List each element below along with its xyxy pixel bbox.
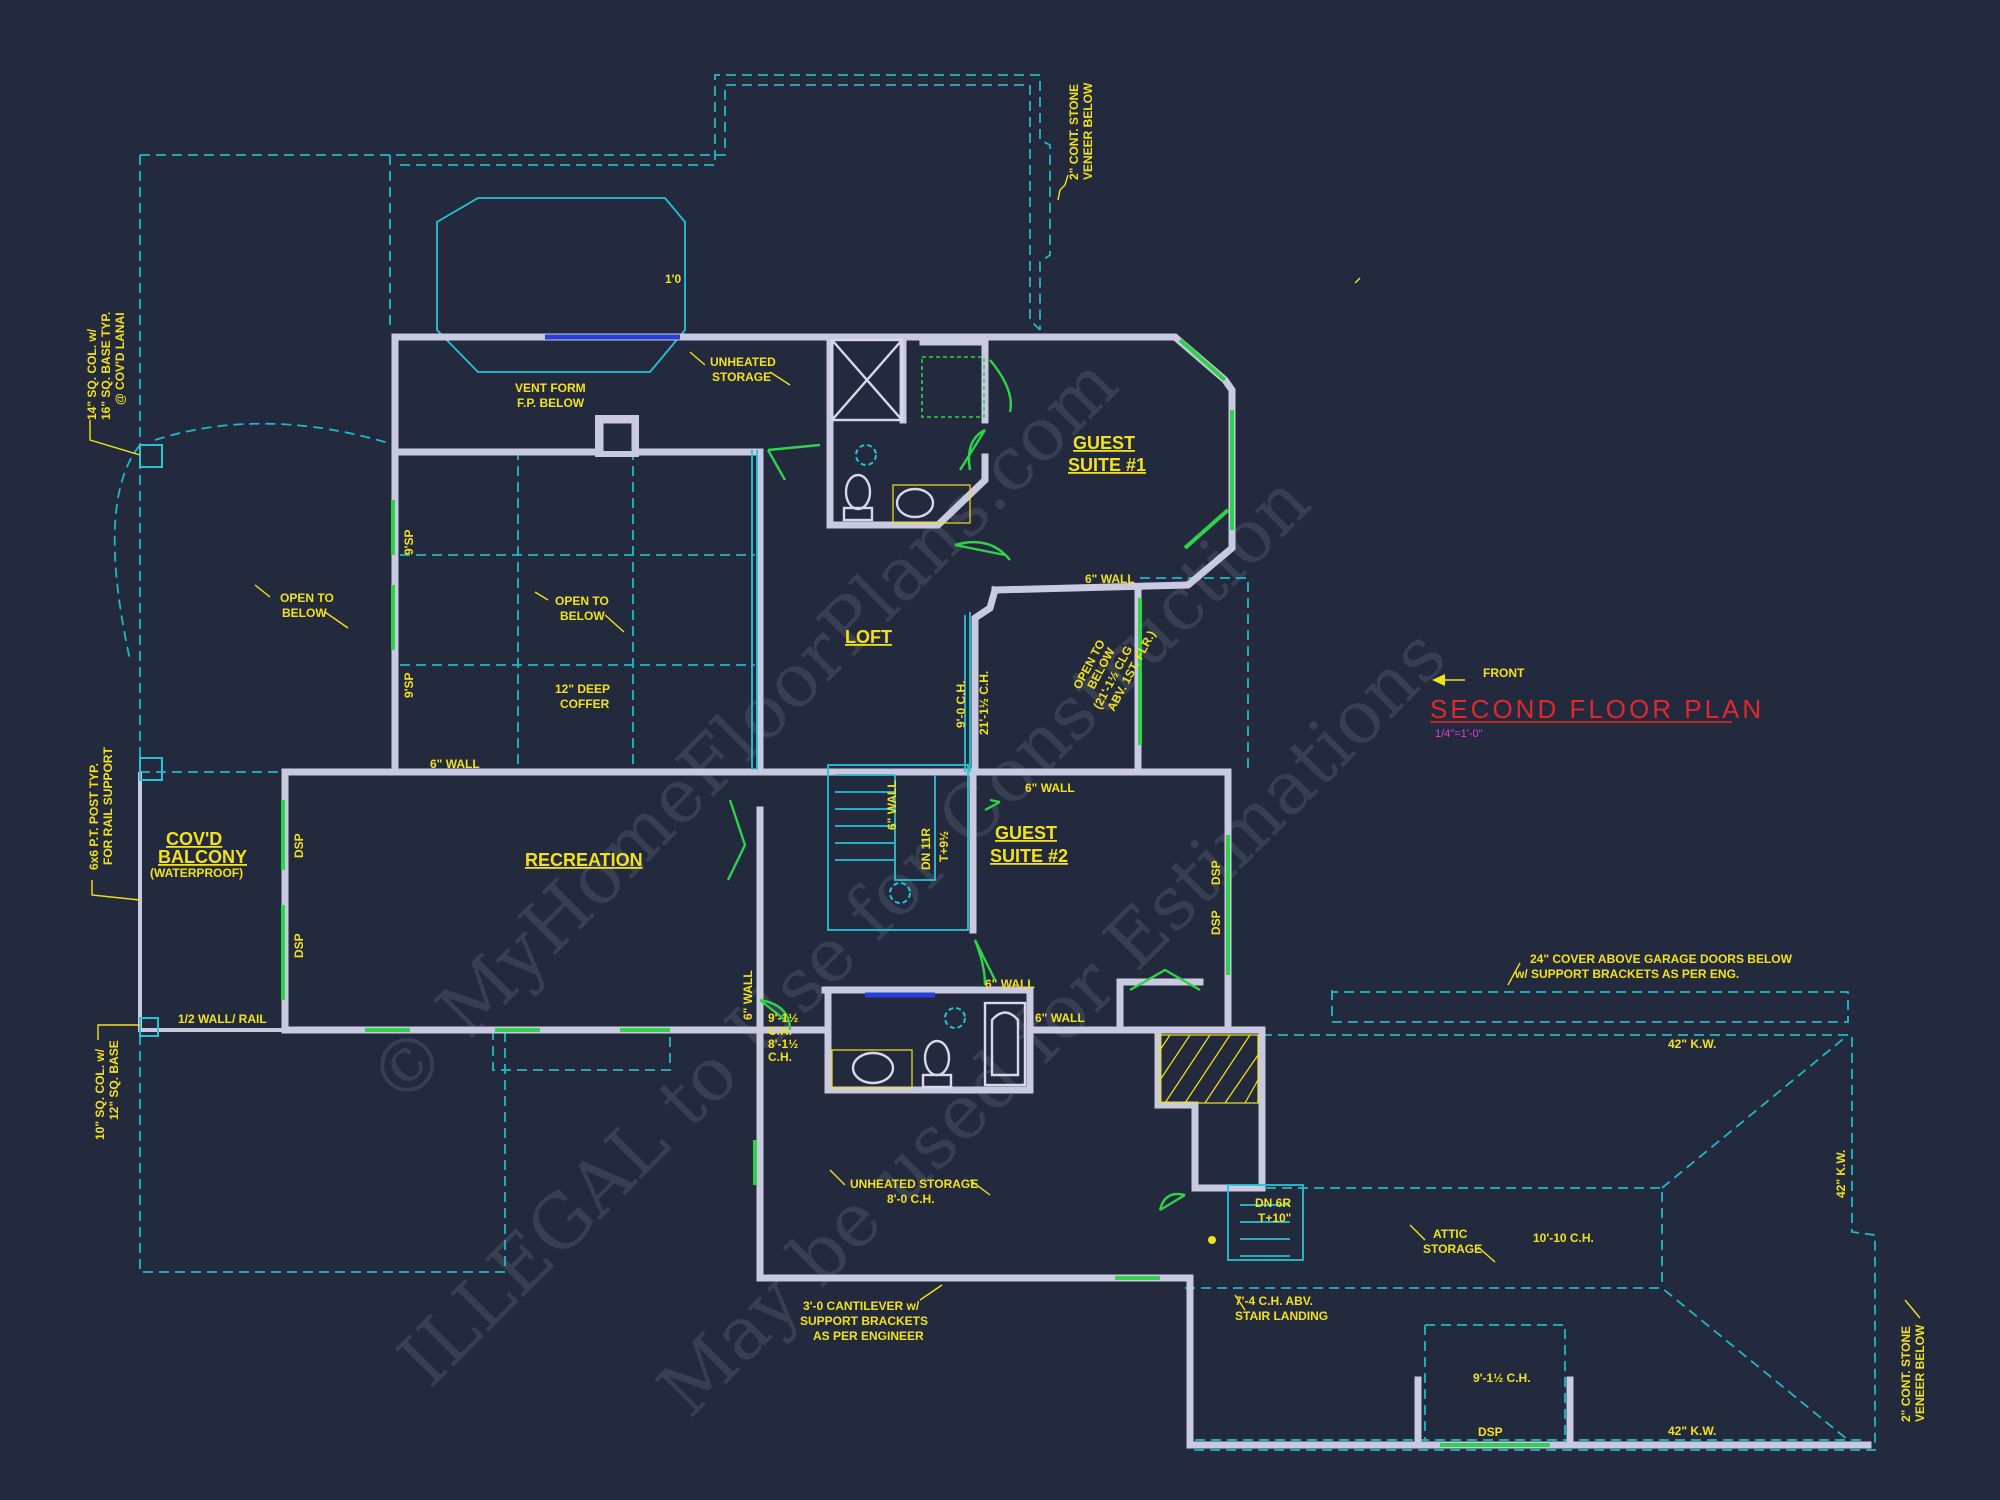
- note-kw-b: 42" K.W.: [1668, 1424, 1716, 1438]
- room-labels: RECREATION LOFT GUEST SUITE #1 GUEST SUI…: [150, 433, 1146, 880]
- note-up-stair1: DN 11R: [919, 828, 933, 870]
- note-wall6-a: 6" WALL: [430, 757, 480, 771]
- windows: [281, 334, 1550, 1447]
- room-label-balcony-line3: (WATERPROOF): [150, 866, 243, 880]
- note-stone-bot1: 2" CONT. STONE: [1899, 1326, 1913, 1422]
- note-dsp-e: DSP: [1478, 1425, 1503, 1439]
- note-sp-a: 9'SP: [402, 529, 416, 555]
- drawing-title: SECOND FLOOR PLAN: [1430, 694, 1764, 724]
- walls: [138, 333, 1872, 1449]
- note-coffer2: COFFER: [560, 697, 610, 711]
- note-dsp-c: DSP: [1209, 860, 1223, 885]
- note-col-top3: @ COV'D LANAI: [113, 312, 127, 405]
- room-label-balcony-line2: BALCONY: [158, 847, 247, 867]
- note-up-stair2: T+9½: [937, 831, 951, 862]
- note-stone-top1: 2" CONT. STONE: [1067, 84, 1081, 180]
- note-wall6-d: 6" WALL: [985, 977, 1035, 991]
- note-open-below-b1: OPEN TO: [555, 594, 609, 608]
- leader-lines: [89, 174, 1921, 1319]
- note-stone-top2: VENEER BELOW: [1081, 82, 1095, 180]
- room-label-loft: LOFT: [845, 627, 892, 647]
- note-cantilever2: SUPPORT BRACKETS: [800, 1314, 928, 1328]
- room-label-recreation: RECREATION: [525, 850, 643, 870]
- dashed-outlines: [113, 74, 1876, 1451]
- note-col-top2: 16" SQ. BASE TYP.: [99, 312, 113, 420]
- drawing-scale: 1/4"=1'-0": [1435, 728, 1483, 740]
- note-dn-stair1: DN 6R: [1255, 1196, 1291, 1210]
- note-kw-c: 42" K.W.: [1834, 1150, 1848, 1198]
- room-label-guest2-line2: SUITE #2: [990, 846, 1068, 866]
- note-ch-loft: 9'-0 C.H.: [954, 680, 968, 728]
- note-open-below-a2: BELOW: [282, 606, 327, 620]
- note-dsp-a: DSP: [292, 833, 306, 858]
- note-unheated-bottom2: 8'-0 C.H.: [887, 1192, 935, 1206]
- note-stone-bot2: VENEER BELOW: [1913, 1324, 1927, 1422]
- note-coffer1: 12" DEEP: [555, 682, 610, 696]
- note-sp-b: 9'SP: [402, 672, 416, 698]
- note-ten-top: 1'0: [665, 272, 682, 286]
- note-ch-9-1: 9'-1½ C.H.: [1473, 1371, 1531, 1385]
- note-attic-ch: 10'-10 C.H.: [1533, 1231, 1594, 1245]
- room-label-balcony-line1: COV'D: [166, 829, 222, 849]
- note-half-wall: 1/2 WALL/ RAIL: [178, 1012, 267, 1026]
- note-dsp-b: DSP: [292, 933, 306, 958]
- note-vent2: F.P. BELOW: [517, 396, 585, 410]
- note-col-top1: 14" SQ. COL. w/: [85, 328, 99, 420]
- note-cantilever3: AS PER ENGINEER: [813, 1329, 924, 1343]
- room-label-guest1-line1: GUEST: [1073, 433, 1135, 453]
- fixtures: [830, 338, 1216, 1244]
- note-cover2: w/ SUPPORT BRACKETS AS PER ENG.: [1514, 967, 1739, 981]
- room-label-guest1-line2: SUITE #1: [1068, 455, 1146, 475]
- note-unheated-bottom1: UNHEATED STORAGE: [850, 1177, 978, 1191]
- note-dsp-d: DSP: [1209, 910, 1223, 935]
- note-cantilever1: 3'-0 CANTILEVER w/: [803, 1299, 920, 1313]
- note-ch-hall3: 8'-1½: [768, 1037, 798, 1051]
- stairs: [751, 450, 1304, 1261]
- note-unheated-top1: UNHEATED: [710, 355, 776, 369]
- note-cover1: 24" COVER ABOVE GARAGE DOORS BELOW: [1530, 952, 1793, 966]
- note-kw-a: 42" K.W.: [1668, 1037, 1716, 1051]
- note-unheated-top2: STORAGE: [712, 370, 771, 384]
- note-wall6-e: 6" WALL: [1035, 1011, 1085, 1025]
- note-ch-hall4: C.H.: [768, 1050, 792, 1064]
- note-ch-hall1: 9'-1½: [768, 1011, 798, 1025]
- octagon-outline: [436, 197, 686, 373]
- note-wall6-b: 6" WALL: [1085, 572, 1135, 586]
- note-open-below-a1: OPEN TO: [280, 591, 334, 605]
- note-wall6-f: 6" WALL: [741, 970, 755, 1020]
- note-stair-landing1: 7'-4 C.H. ABV.: [1235, 1294, 1313, 1308]
- note-open-below-b2: BELOW: [560, 609, 605, 623]
- note-attic2: STORAGE: [1423, 1242, 1482, 1256]
- note-col-bot2: 12" SQ. BASE: [107, 1040, 121, 1120]
- note-ch-hall2: C.H.: [768, 1024, 792, 1038]
- note-wall6-c: 6" WALL: [1025, 781, 1075, 795]
- note-vent1: VENT FORM: [515, 381, 586, 395]
- note-stair-landing2: STAIR LANDING: [1235, 1309, 1328, 1323]
- note-wall6-g: 6" WALL: [885, 780, 899, 830]
- note-dn-stair2: T+10": [1258, 1211, 1291, 1225]
- front-label: FRONT: [1483, 666, 1525, 680]
- note-post2: FOR RAIL SUPPORT: [101, 747, 115, 865]
- note-ch-loft2: 21'-1½ C.H.: [977, 671, 991, 735]
- room-label-guest2-line1: GUEST: [995, 823, 1057, 843]
- note-attic1: ATTIC: [1433, 1227, 1468, 1241]
- note-post1: 6x6 P.T. POST TYP.: [87, 763, 101, 870]
- doors: [726, 359, 1201, 1212]
- note-col-bot1: 10" SQ. COL. w/: [93, 1048, 107, 1140]
